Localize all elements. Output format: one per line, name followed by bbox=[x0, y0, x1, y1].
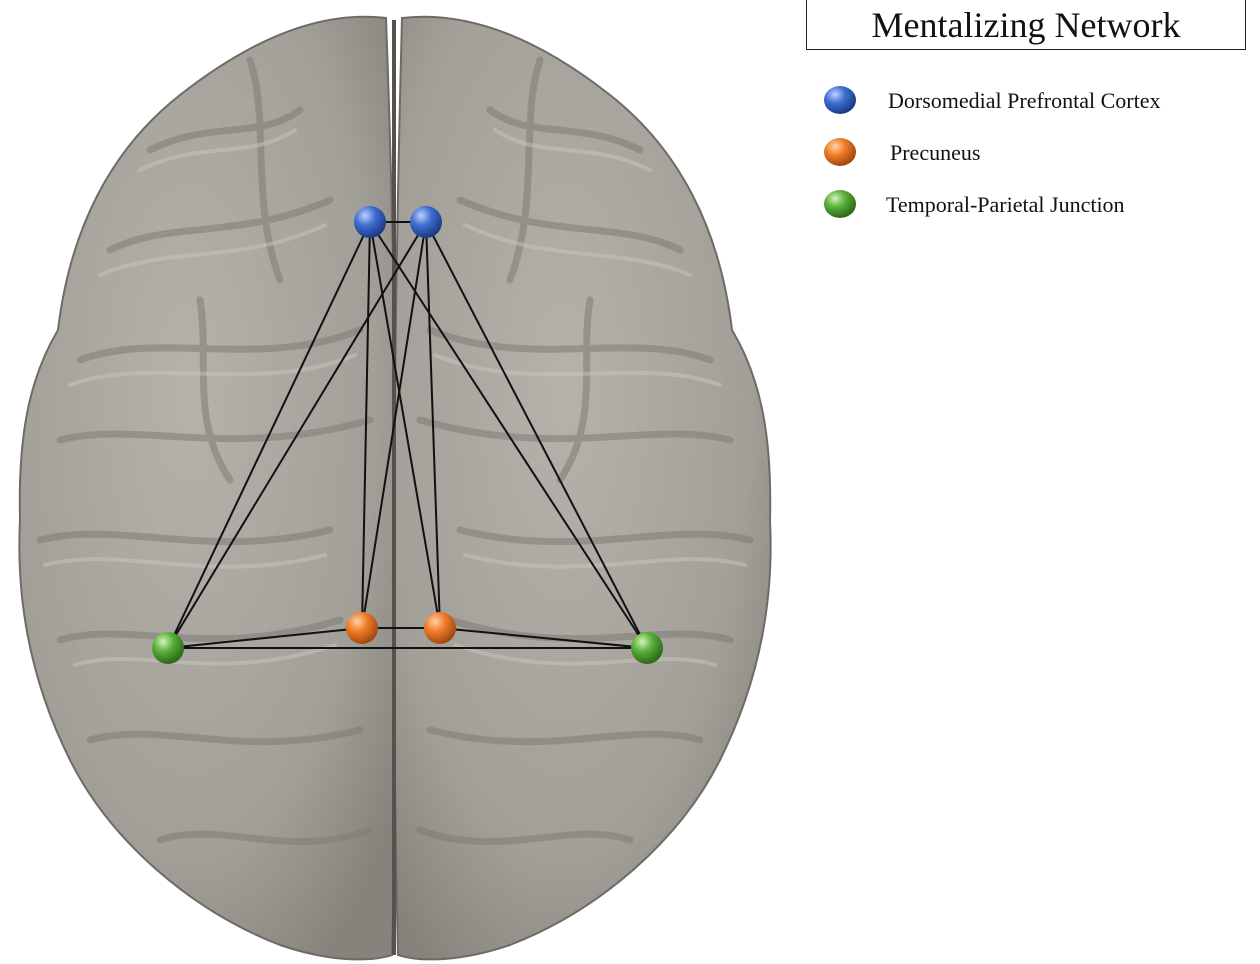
right-hemisphere bbox=[394, 17, 771, 960]
node-precuneus-left bbox=[346, 612, 378, 644]
node-dmpfc-left bbox=[354, 206, 386, 238]
legend-label-precuneus: Precuneus bbox=[890, 140, 980, 166]
node-tpj-right bbox=[631, 632, 663, 664]
legend-label-tpj: Temporal-Parietal Junction bbox=[886, 192, 1125, 218]
node-tpj-left bbox=[152, 632, 184, 664]
green-sphere-icon bbox=[822, 186, 858, 222]
legend-label-dmpfc: Dorsomedial Prefrontal Cortex bbox=[888, 88, 1161, 114]
node-dmpfc-right bbox=[410, 206, 442, 238]
blue-sphere-icon bbox=[822, 82, 858, 118]
left-hemisphere bbox=[19, 17, 396, 960]
figure-title: Mentalizing Network bbox=[806, 0, 1246, 50]
node-precuneus-right bbox=[424, 612, 456, 644]
brain-surface bbox=[19, 17, 770, 960]
orange-sphere-icon bbox=[822, 134, 858, 170]
